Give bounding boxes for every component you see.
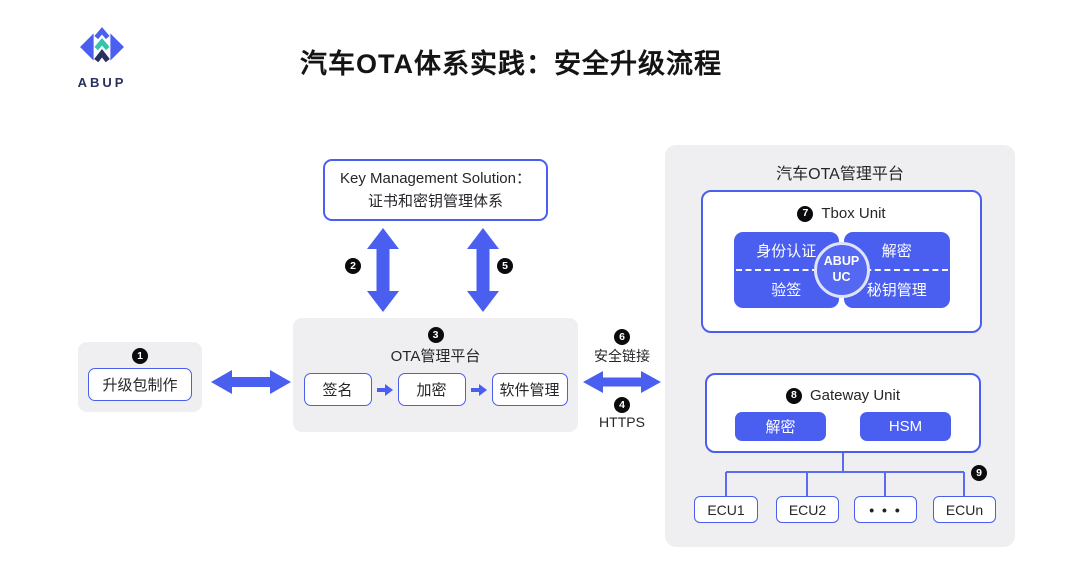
connector-ecu-stub <box>725 472 727 496</box>
ecu-box-n: ECUn <box>933 496 996 523</box>
abup-uc-core: ABUP UC <box>813 242 870 298</box>
tbox-cell-identity: 身份认证 <box>756 243 817 260</box>
badge-5: 5 <box>497 258 513 274</box>
ota-platform-title: OTA管理平台 <box>390 348 481 365</box>
connector-ecu-stub <box>963 472 965 496</box>
gateway-unit-box: 8 Gateway Unit 解密 HSM <box>705 373 981 453</box>
secure-link-label: 安全链接 <box>594 348 650 364</box>
abup-uc-line2: UC <box>832 270 851 284</box>
abup-logo-icon <box>80 27 124 63</box>
tbox-column-right: 解密 秘钥管理 <box>844 232 950 308</box>
vehicle-platform-title: 汽车OTA管理平台 <box>776 166 904 183</box>
badge-9: 9 <box>971 465 987 481</box>
gateway-btn-decrypt: 解密 <box>735 412 826 441</box>
arrow-ota-vehicle-icon <box>583 371 661 393</box>
tbox-dashed-divider <box>735 269 837 271</box>
badge-4: 4 <box>614 397 630 413</box>
ecu-box-1: ECU1 <box>694 496 758 523</box>
abup-uc-line1: ABUP <box>823 254 860 269</box>
kms-arrow-right-icon <box>465 228 501 312</box>
ecu-box-2: ECU2 <box>776 496 839 523</box>
step-box-encrypt: 加密 <box>397 373 466 406</box>
badge-7: 7 <box>797 205 814 222</box>
vehicle-panel: 汽车OTA管理平台 7 Tbox Unit 身份认证 验签 解密 秘钥管理 <box>665 145 1015 547</box>
tbox-cell-verify: 验签 <box>771 282 802 299</box>
tbox-unit-header: 7 Tbox Unit <box>703 205 980 222</box>
step-box-sign: 签名 <box>303 373 372 406</box>
badge-2: 2 <box>345 258 361 274</box>
step-arrow-icon <box>376 383 393 396</box>
package-panel: 1 升级包制作 <box>78 342 202 412</box>
connector-ecu-stub <box>884 472 886 496</box>
ota-panel: 3 OTA管理平台 签名 加密 软件管理 <box>293 318 578 432</box>
https-label: HTTPS <box>599 414 645 430</box>
gateway-unit-header: 8 Gateway Unit <box>707 387 979 404</box>
badge-1: 1 <box>132 348 148 364</box>
tbox-grid: 身份认证 验签 解密 秘钥管理 ABUP UC <box>733 232 950 308</box>
connector-ecu-stub <box>806 472 808 496</box>
step-box-software: 软件管理 <box>491 373 568 406</box>
kms-arrow-left-icon <box>365 228 401 312</box>
gateway-btn-hsm: HSM <box>860 412 951 441</box>
secure-link-group: 6 安全链接 4 HTTPS <box>582 329 662 431</box>
tbox-unit-title: Tbox Unit <box>821 205 886 222</box>
arrow-package-ota-icon <box>211 368 291 396</box>
tbox-cell-keymgmt: 秘钥管理 <box>866 282 927 299</box>
gateway-unit-title: Gateway Unit <box>809 387 901 404</box>
kms-line1: Key Management Solution： <box>340 169 531 187</box>
connector-gateway-down <box>842 453 844 472</box>
badge-6: 6 <box>614 329 630 345</box>
ecu-box-dots: • • • <box>854 496 917 523</box>
ota-steps-row: 签名 加密 软件管理 <box>303 373 568 406</box>
abup-brand-text: ABUP <box>77 75 127 90</box>
step-arrow-icon <box>470 383 487 396</box>
kms-box: Key Management Solution： 证书和密钥管理体系 <box>323 159 548 221</box>
connector-ecu-bus <box>726 471 964 473</box>
badge-8: 8 <box>785 387 802 404</box>
page-title: 汽车OTA体系实践：安全升级流程 <box>300 49 722 79</box>
gateway-buttons-row: 解密 HSM <box>707 412 979 441</box>
abup-logo: ABUP <box>70 26 134 90</box>
kms-line2: 证书和密钥管理体系 <box>367 193 503 210</box>
package-box: 升级包制作 <box>88 368 192 401</box>
tbox-dashed-divider <box>846 269 948 271</box>
tbox-unit-box: 7 Tbox Unit 身份认证 验签 解密 秘钥管理 ABUP UC <box>701 190 982 333</box>
badge-3: 3 <box>427 327 444 343</box>
tbox-cell-decrypt: 解密 <box>881 243 912 260</box>
